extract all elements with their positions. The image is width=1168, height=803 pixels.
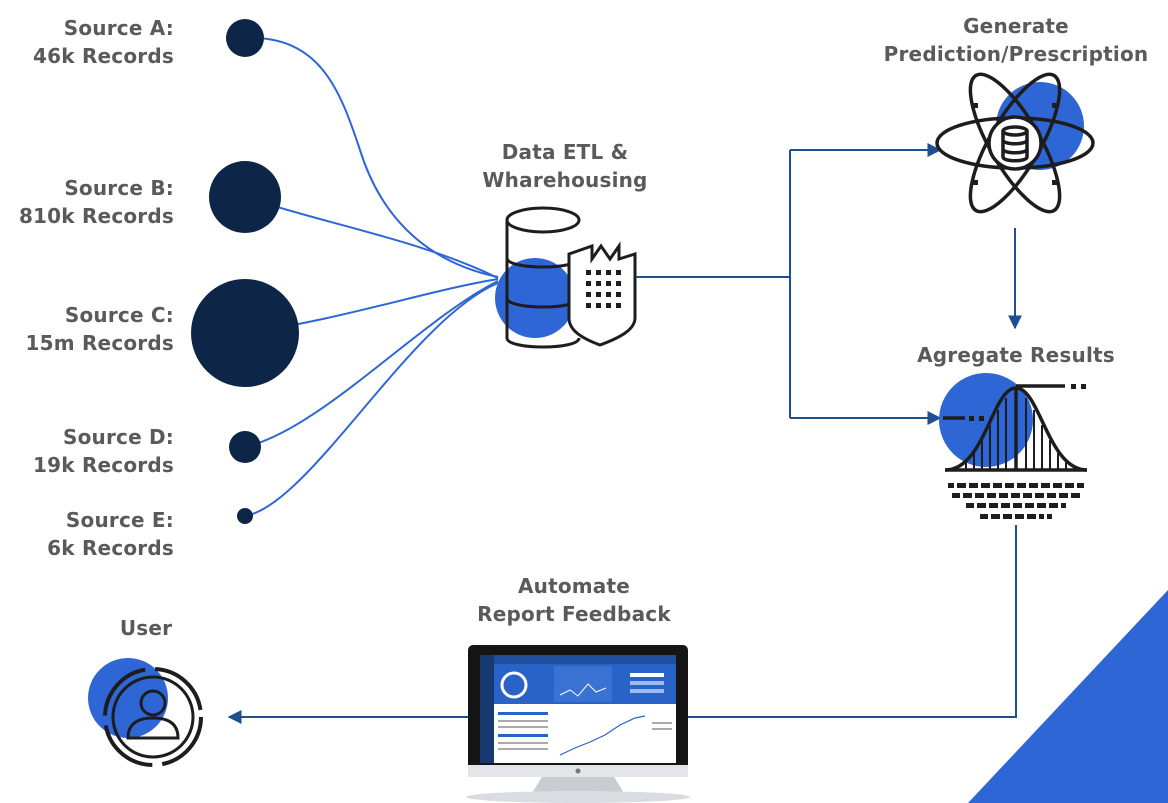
user-label-text: User bbox=[119, 616, 173, 640]
atom-database-icon bbox=[935, 72, 1095, 214]
connector-source-a bbox=[244, 36, 499, 278]
source-connectors bbox=[244, 36, 499, 517]
predict-label: Generate Prediction/Prescription bbox=[866, 12, 1166, 68]
source-c-name: Source C: bbox=[64, 303, 174, 327]
source-e-name: Source E: bbox=[65, 508, 174, 532]
user-avatar-icon bbox=[88, 658, 203, 767]
connector-source-d bbox=[244, 280, 499, 448]
source-c-label: Source C: 15m Records bbox=[26, 301, 174, 357]
predict-label-line2: Prediction/Prescription bbox=[883, 42, 1149, 66]
aggregate-label: Agregate Results bbox=[886, 341, 1146, 369]
source-d-records: 19k Records bbox=[33, 453, 174, 477]
aggregate-label-text: Agregate Results bbox=[917, 343, 1115, 367]
source-a-bubble bbox=[226, 19, 264, 57]
connector-source-e bbox=[244, 282, 499, 517]
source-a-records: 46k Records bbox=[33, 44, 174, 68]
database-shield-icon bbox=[495, 206, 637, 349]
predict-label-line1: Generate bbox=[963, 14, 1069, 38]
bell-curve-icon bbox=[939, 373, 1088, 519]
etl-label: Data ETL & Wharehousing bbox=[435, 138, 695, 194]
user-label: User bbox=[106, 614, 186, 642]
source-b-records: 810k Records bbox=[18, 204, 174, 228]
report-label: Automate Report Feedback bbox=[458, 572, 690, 628]
monitor-dashboard-icon bbox=[466, 645, 690, 803]
source-e-records: 6k Records bbox=[47, 536, 174, 560]
source-a-name: Source A: bbox=[63, 16, 174, 40]
report-label-line1: Automate bbox=[517, 574, 631, 598]
source-e-label: Source E: 6k Records bbox=[47, 506, 174, 562]
etl-label-line2: Wharehousing bbox=[482, 168, 648, 192]
source-c-bubble bbox=[191, 279, 299, 387]
source-b-name: Source B: bbox=[64, 176, 174, 200]
report-label-line2: Report Feedback bbox=[477, 602, 671, 626]
source-b-label: Source B: 810k Records bbox=[19, 174, 174, 230]
source-e-bubble bbox=[237, 508, 253, 524]
source-a-label: Source A: 46k Records bbox=[33, 14, 174, 70]
etl-label-line1: Data ETL & bbox=[501, 140, 629, 164]
source-d-name: Source D: bbox=[62, 425, 174, 449]
source-d-bubble bbox=[229, 431, 261, 463]
flow-connectors bbox=[227, 143, 1022, 724]
corner-triangle bbox=[968, 590, 1168, 803]
source-c-records: 15m Records bbox=[25, 331, 174, 355]
source-d-label: Source D: 19k Records bbox=[33, 423, 174, 479]
arrow-aggregate-to-report bbox=[658, 525, 1017, 724]
source-b-bubble bbox=[209, 161, 281, 233]
